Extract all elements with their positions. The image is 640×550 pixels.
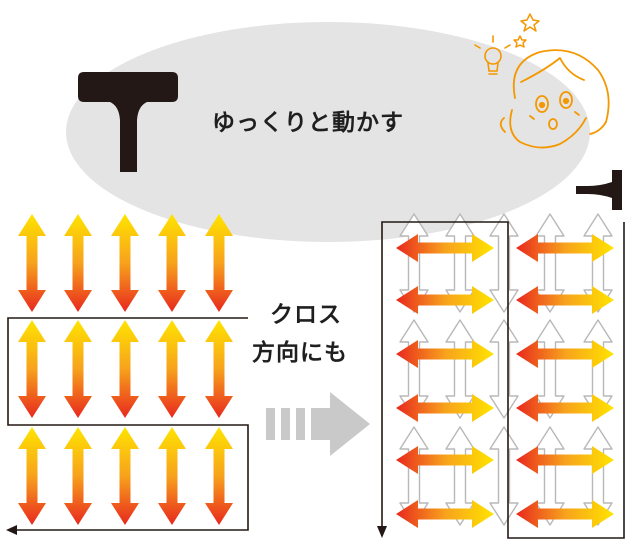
- vertical-arrow: [111, 427, 139, 525]
- vertical-arrow: [64, 427, 92, 525]
- vertical-arrow: [64, 320, 92, 418]
- vertical-arrow: [64, 214, 92, 312]
- vertical-arrow: [205, 427, 233, 525]
- speech-bubble: [66, 22, 590, 242]
- left-arrow-grid: [18, 214, 233, 525]
- ghost-arrow: [489, 319, 519, 419]
- caption-move-slowly: ゆっくりと動かす: [212, 110, 404, 136]
- sparkle-icon: [513, 13, 540, 48]
- ghost-arrow: [489, 426, 519, 526]
- cross-label-line1: クロス: [270, 302, 342, 328]
- squeegee-small-icon: [576, 170, 622, 210]
- right-ghost-arrows: [399, 213, 613, 526]
- vertical-arrow: [158, 214, 186, 312]
- vertical-arrow: [158, 427, 186, 525]
- character-thinking-icon: [499, 49, 610, 149]
- forward-arrow-icon: [266, 392, 370, 456]
- squeegee-icon: [78, 72, 178, 172]
- lightbulb-icon: [474, 35, 511, 75]
- right-path-line: [377, 221, 625, 539]
- ghost-arrow: [489, 213, 519, 313]
- vertical-arrow: [18, 320, 46, 418]
- vertical-arrow: [205, 320, 233, 418]
- left-path-line: [6, 317, 249, 535]
- vertical-arrow: [111, 214, 139, 312]
- vertical-arrow: [158, 320, 186, 418]
- vertical-arrow: [18, 214, 46, 312]
- vertical-arrow: [111, 320, 139, 418]
- vertical-arrow: [18, 427, 46, 525]
- cross-label-line2: 方向にも: [252, 340, 348, 366]
